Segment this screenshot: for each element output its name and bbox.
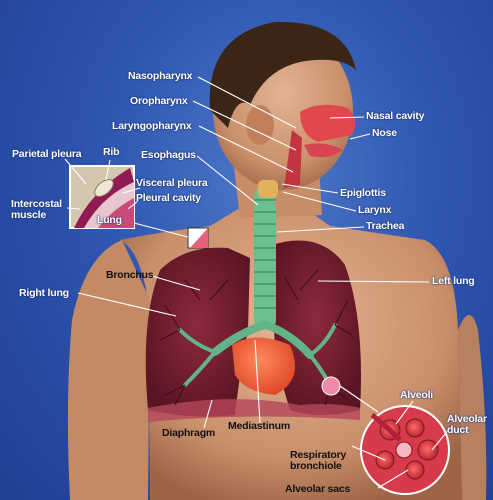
label-diaphragm: Diaphragm [162, 428, 215, 439]
label-alveolar-duct: Alveolar duct [447, 414, 489, 436]
label-nose: Nose [372, 128, 397, 139]
label-parietal-pleura: Parietal pleura [12, 149, 81, 160]
label-visceral-pleura: Visceral pleura [136, 178, 208, 189]
label-intercostal-muscle: Intercostal muscle [11, 199, 69, 221]
label-left-lung: Left lung [432, 276, 475, 287]
label-larynx: Larynx [358, 205, 391, 216]
label-lung-inset: Lung [97, 215, 122, 226]
label-oropharynx: Oropharynx [130, 96, 188, 107]
ear [246, 105, 274, 145]
alveoli-zoom-origin [322, 377, 340, 395]
right-arm [458, 315, 486, 500]
alveoli-inset [361, 406, 449, 494]
label-epiglottis: Epiglottis [340, 188, 386, 199]
label-esophagus: Esophagus [141, 150, 196, 161]
label-right-lung: Right lung [19, 288, 69, 299]
label-alveoli: Alveoli [400, 390, 433, 401]
label-mediastinum: Mediastinum [228, 421, 290, 432]
label-pleural-cavity: Pleural cavity [136, 193, 201, 204]
label-alveolar-sacs: Alveolar sacs [285, 484, 350, 495]
trachea-shape [254, 180, 278, 328]
label-trachea: Trachea [366, 221, 404, 232]
label-bronchus: Bronchus [106, 270, 153, 281]
label-nasopharynx: Nasopharynx [128, 71, 192, 82]
right-lung-shape [146, 248, 250, 417]
label-rib: Rib [103, 147, 119, 158]
label-respiratory-bronchiole: Respiratory bronchiole [290, 450, 356, 472]
label-laryngopharynx: Laryngopharynx [112, 121, 191, 132]
label-nasal-cavity: Nasal cavity [366, 111, 424, 122]
